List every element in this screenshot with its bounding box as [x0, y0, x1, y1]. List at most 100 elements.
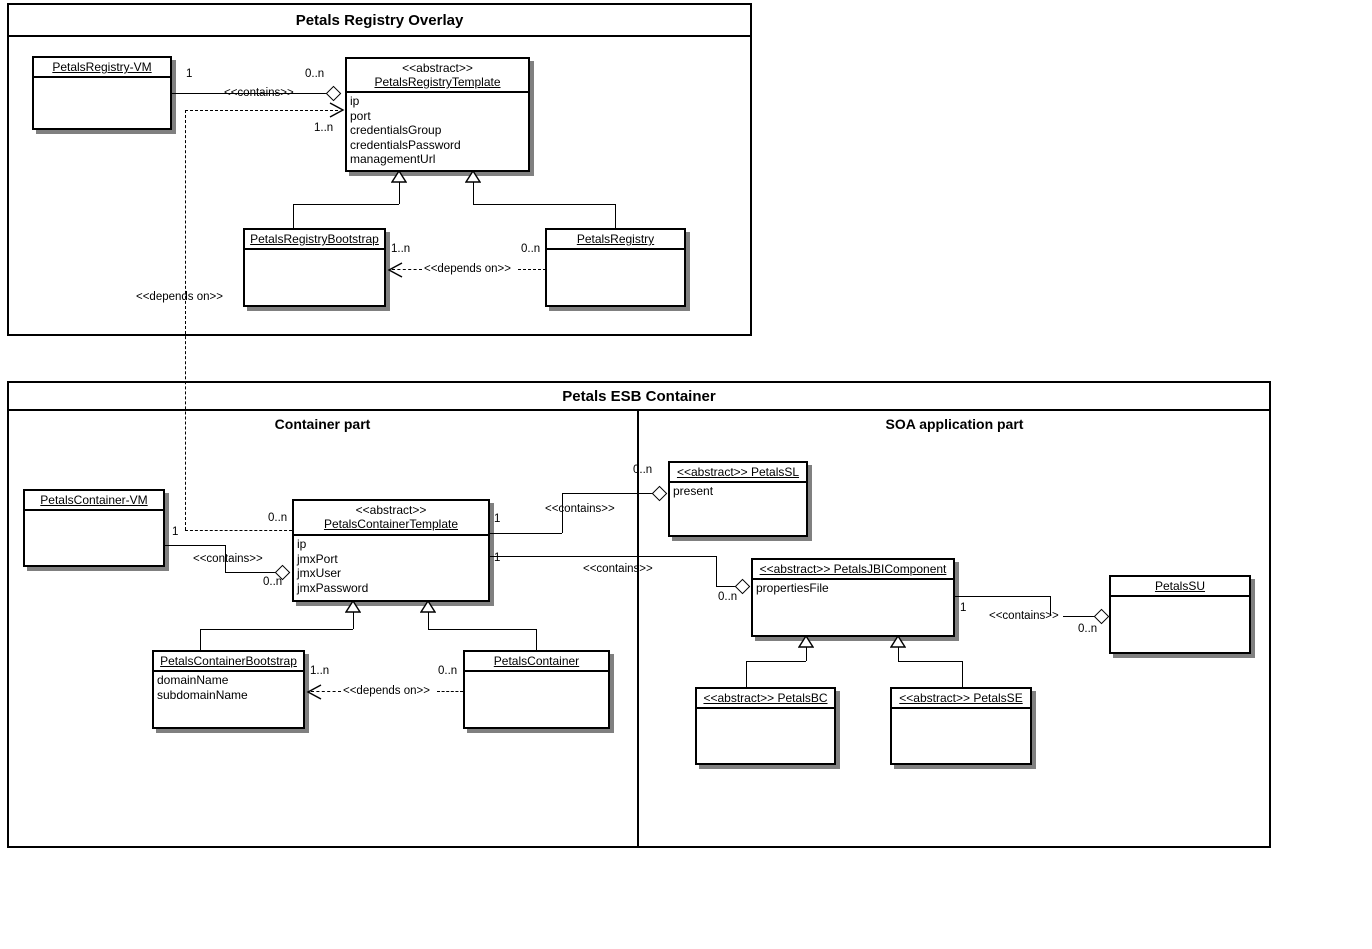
edge-gen-container-h [428, 629, 536, 630]
attribute-jmx-user: jmxUser [297, 566, 341, 580]
part-divider [637, 409, 639, 848]
class-petals-container-vm[interactable]: PetalsContainer-VM [23, 489, 165, 567]
edge-gen-bc-v2 [746, 661, 747, 687]
edge-mult-sl-source-1: 1 [494, 513, 501, 525]
class-attrs-petals-container [465, 672, 608, 674]
class-attrs-petals-jbi-component: propertiesFile [753, 580, 953, 597]
class-name-petals-registry-vm: PetalsRegistry-VM [34, 58, 170, 78]
edge-depends-on-cross-bottom [185, 530, 292, 531]
edge-mult-registry-template-1n: 1..n [314, 122, 334, 134]
class-attrs-petals-registry-bootstrap [245, 250, 384, 252]
class-petals-container[interactable]: PetalsContainer [463, 650, 610, 729]
attribute-credentials-password: credentialsPassword [350, 137, 461, 152]
class-attrs-petals-registry [547, 250, 684, 252]
class-attrs-petals-container-vm [25, 511, 163, 513]
edge-contains-su-h1 [955, 596, 1050, 597]
class-name-text: PetalsContainer-VM [40, 493, 148, 507]
class-name-petals-sl: <<abstract>> PetalsSL [670, 463, 806, 483]
class-name-text: PetalsRegistry [576, 232, 655, 246]
edge-mult-registry-template-0n: 0..n [305, 68, 325, 80]
edge-gen-bc-h [746, 661, 806, 662]
edge-mult-registry-0n: 0..n [521, 243, 541, 255]
edge-contains-su-v [1050, 596, 1051, 616]
class-name-petals-registry-template: <<abstract>> PetalsRegistryTemplate [347, 59, 528, 93]
class-attrs-petals-registry-vm [34, 78, 170, 80]
edge-label-contains-3: <<contains>> [545, 503, 615, 515]
class-name-petals-bc: <<abstract>> PetalsBC [697, 689, 834, 709]
class-name-text: <<abstract>> PetalsJBIComponent [759, 562, 947, 576]
edge-contains-container-vm-v [225, 545, 226, 572]
edge-gen-registry-bootstrap-v1 [399, 182, 400, 204]
class-attrs-petals-container-bootstrap: domainName subdomainName [154, 672, 303, 703]
class-petals-registry-template[interactable]: <<abstract>> PetalsRegistryTemplate ip p… [345, 57, 530, 172]
open-arrow-head-registry-template [329, 102, 345, 118]
edge-contains-sl-h2 [562, 493, 654, 494]
edge-gen-container-v1 [428, 612, 429, 629]
edge-contains-sl-v [562, 493, 563, 533]
class-attrs-petals-registry-template: ip port credentialsGroup credentialsPass… [347, 93, 528, 168]
edge-mult-jbi-source-1: 1 [494, 552, 501, 564]
edge-gen-registry-v1 [473, 182, 474, 204]
edge-gen-container-bootstrap-v2 [200, 629, 201, 650]
class-name-petals-container: PetalsContainer [465, 652, 608, 672]
class-name-text: <<abstract>> PetalsBC [703, 691, 828, 705]
class-petals-container-bootstrap[interactable]: PetalsContainerBootstrap domainName subd… [152, 650, 305, 729]
stereotype-abstract: <<abstract>> [355, 503, 427, 517]
class-name-petals-se: <<abstract>> PetalsSE [892, 689, 1030, 709]
edge-depends-on-container-line1 [311, 691, 341, 692]
class-petals-su[interactable]: PetalsSU [1109, 575, 1251, 654]
part-title-soa-application-part: SOA application part [885, 416, 1024, 432]
edge-gen-container-bootstrap-v1 [353, 612, 354, 629]
edge-gen-registry-h [473, 204, 615, 205]
edge-mult-container-0n: 0..n [438, 665, 458, 677]
class-petals-se[interactable]: <<abstract>> PetalsSE [890, 687, 1032, 765]
edge-contains-jbi-v [716, 556, 717, 586]
edge-contains-sl-h1 [490, 533, 562, 534]
attribute-jmx-password: jmxPassword [297, 580, 369, 595]
edge-depends-on-registry-line2 [518, 269, 546, 270]
package-petals-registry-overlay[interactable]: Petals Registry Overlay [7, 3, 752, 336]
edge-contains-container-vm-h1 [165, 545, 225, 546]
edge-mult-registry-vm-1: 1 [186, 68, 193, 80]
class-name-petals-jbi-component: <<abstract>> PetalsJBIComponent [753, 560, 953, 580]
package-petals-esb-container[interactable]: Petals ESB Container [7, 381, 1271, 848]
open-arrow-head-registry-bootstrap [387, 262, 403, 278]
edge-gen-container-bootstrap-h [200, 629, 353, 630]
edge-mult-container-template-0n-a: 0..n [263, 576, 283, 588]
edge-gen-se-v1 [898, 647, 899, 661]
class-name-text: PetalsRegistryBootstrap [250, 232, 379, 246]
class-petals-registry-bootstrap[interactable]: PetalsRegistryBootstrap [243, 228, 386, 307]
edge-depends-on-container-line2 [437, 691, 463, 692]
class-petals-bc[interactable]: <<abstract>> PetalsBC [695, 687, 836, 765]
class-name-text: <<abstract>> PetalsSL [676, 465, 800, 479]
class-petals-sl[interactable]: <<abstract>> PetalsSL present [668, 461, 808, 537]
class-name-text: <<abstract>> PetalsSE [899, 691, 1023, 705]
class-name-petals-container-template: <<abstract>> PetalsContainerTemplate [294, 501, 488, 536]
class-petals-jbi-component[interactable]: <<abstract>> PetalsJBIComponent properti… [751, 558, 955, 637]
attribute-present: present [673, 484, 714, 498]
package-header-registry-overlay: Petals Registry Overlay [9, 5, 750, 37]
class-name-petals-container-bootstrap: PetalsContainerBootstrap [154, 652, 303, 672]
class-name-petals-registry-bootstrap: PetalsRegistryBootstrap [245, 230, 384, 250]
edge-depends-on-vertical [185, 110, 186, 530]
attribute-credentials-group: credentialsGroup [350, 123, 442, 137]
attribute-jmx-port: jmxPort [297, 551, 338, 566]
class-name-text: PetalsRegistry-VM [52, 60, 152, 74]
edge-contains-container-vm-h2 [225, 572, 277, 573]
class-petals-registry[interactable]: PetalsRegistry [545, 228, 686, 307]
attribute-port: port [350, 108, 371, 123]
class-petals-registry-vm[interactable]: PetalsRegistry-VM [32, 56, 172, 130]
class-attrs-petals-bc [697, 709, 834, 711]
part-title-container-part: Container part [274, 416, 371, 432]
class-attrs-petals-se [892, 709, 1030, 711]
edge-label-contains-5: <<contains>> [989, 610, 1059, 622]
edge-label-contains-1: <<contains>> [224, 87, 294, 99]
edge-gen-se-h [898, 661, 962, 662]
edge-gen-registry-bootstrap-h [293, 204, 399, 205]
class-name-text: PetalsRegistryTemplate [374, 75, 501, 89]
class-name-petals-registry: PetalsRegistry [547, 230, 684, 250]
class-attrs-petals-container-template: ip jmxPort jmxUser jmxPassword [294, 536, 488, 596]
class-name-text: PetalsContainerTemplate [323, 517, 459, 531]
class-petals-container-template[interactable]: <<abstract>> PetalsContainerTemplate ip … [292, 499, 490, 602]
edge-mult-sl-0n: 0..n [633, 464, 653, 476]
